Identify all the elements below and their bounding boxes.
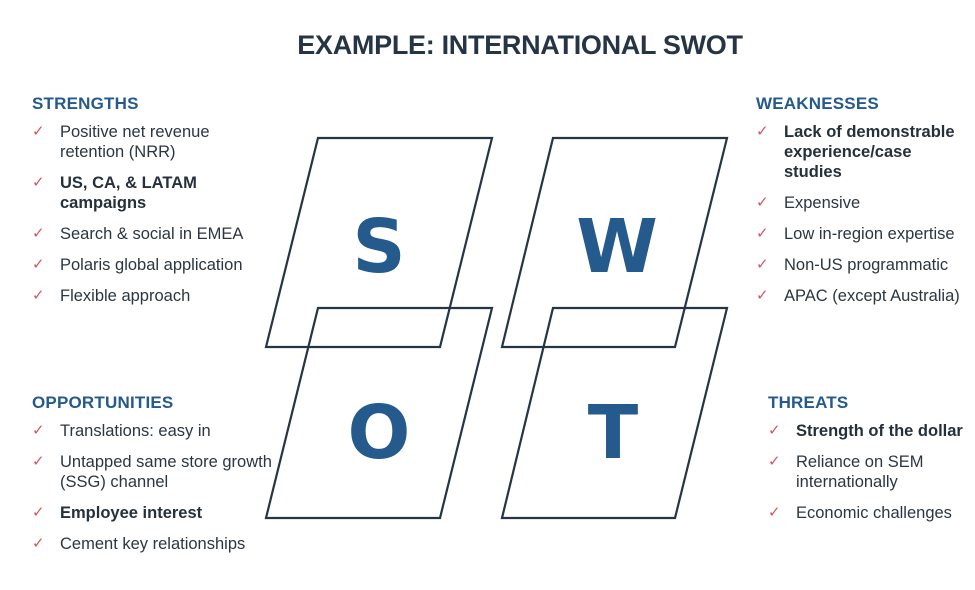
strengths-parallelogram [264, 136, 494, 349]
list-item: ✓Non-US programmatic [756, 256, 949, 274]
list-item: ✓Cement key relationships [32, 535, 246, 553]
check-icon: ✓ [32, 287, 45, 304]
check-icon: ✓ [756, 256, 769, 273]
check-icon: ✓ [756, 194, 769, 211]
weaknesses-parallelogram [500, 136, 729, 349]
check-icon: ✓ [32, 225, 45, 242]
check-icon: ✓ [768, 422, 781, 439]
opportunities-section: OPPORTUNITIES ✓Translations: easy in ✓Un… [32, 393, 272, 565]
list-item: ✓Flexible approach [32, 287, 191, 305]
check-icon: ✓ [32, 174, 45, 191]
list-item: ✓Reliance on SEM internationally [768, 453, 924, 491]
list-item: ✓Strength of the dollar [768, 422, 963, 440]
page-title: EXAMPLE: INTERNATIONAL SWOT [297, 30, 743, 60]
check-icon: ✓ [32, 256, 45, 273]
letter-o: O [348, 390, 411, 476]
check-icon: ✓ [32, 535, 45, 552]
threats-heading: THREATS [768, 393, 849, 412]
opportunities-heading: OPPORTUNITIES [32, 393, 174, 412]
strengths-list: ✓Positive net revenue retention (NRR) ✓U… [32, 122, 272, 306]
weaknesses-list: ✓Lack of demonstrable experience/case st… [756, 122, 971, 306]
check-icon: ✓ [32, 123, 45, 140]
list-item: ✓Economic challenges [768, 504, 952, 522]
list-item: ✓Translations: easy in [32, 422, 211, 440]
list-item: ✓Polaris global application [32, 256, 243, 274]
check-icon: ✓ [756, 123, 769, 140]
check-icon: ✓ [768, 453, 781, 470]
list-item: ✓APAC (except Australia) [756, 287, 960, 305]
opportunities-parallelogram [264, 306, 494, 520]
letter-s: S [352, 204, 405, 290]
weaknesses-section: WEAKNESSES ✓Lack of demonstrable experie… [756, 94, 971, 317]
strengths-section: STRENGTHS ✓Positive net revenue retentio… [32, 94, 272, 317]
check-icon: ✓ [768, 504, 781, 521]
list-item: ✓US, CA, & LATAM campaigns [32, 174, 197, 212]
list-item: ✓Employee interest [32, 504, 203, 522]
threats-parallelogram [500, 306, 729, 520]
list-item: ✓Lack of demonstrable experience/case st… [756, 123, 955, 181]
check-icon: ✓ [32, 504, 45, 521]
opportunities-list: ✓Translations: easy in ✓Untapped same st… [32, 421, 272, 554]
letter-w: W [576, 204, 658, 290]
list-item: ✓Low in-region expertise [756, 225, 955, 243]
list-item: ✓Expensive [756, 194, 861, 212]
check-icon: ✓ [32, 453, 45, 470]
check-icon: ✓ [756, 287, 769, 304]
check-icon: ✓ [756, 225, 769, 242]
list-item: ✓Positive net revenue retention (NRR) [32, 123, 210, 161]
threats-section: THREATS ✓Strength of the dollar ✓Relianc… [768, 393, 968, 534]
strengths-heading: STRENGTHS [32, 94, 139, 113]
threats-list: ✓Strength of the dollar ✓Reliance on SEM… [768, 421, 968, 523]
letter-t: T [588, 390, 639, 476]
check-icon: ✓ [32, 422, 45, 439]
weaknesses-heading: WEAKNESSES [756, 94, 879, 113]
list-item: ✓Untapped same store growth (SSG) channe… [32, 453, 272, 491]
list-item: ✓Search & social in EMEA [32, 225, 244, 243]
